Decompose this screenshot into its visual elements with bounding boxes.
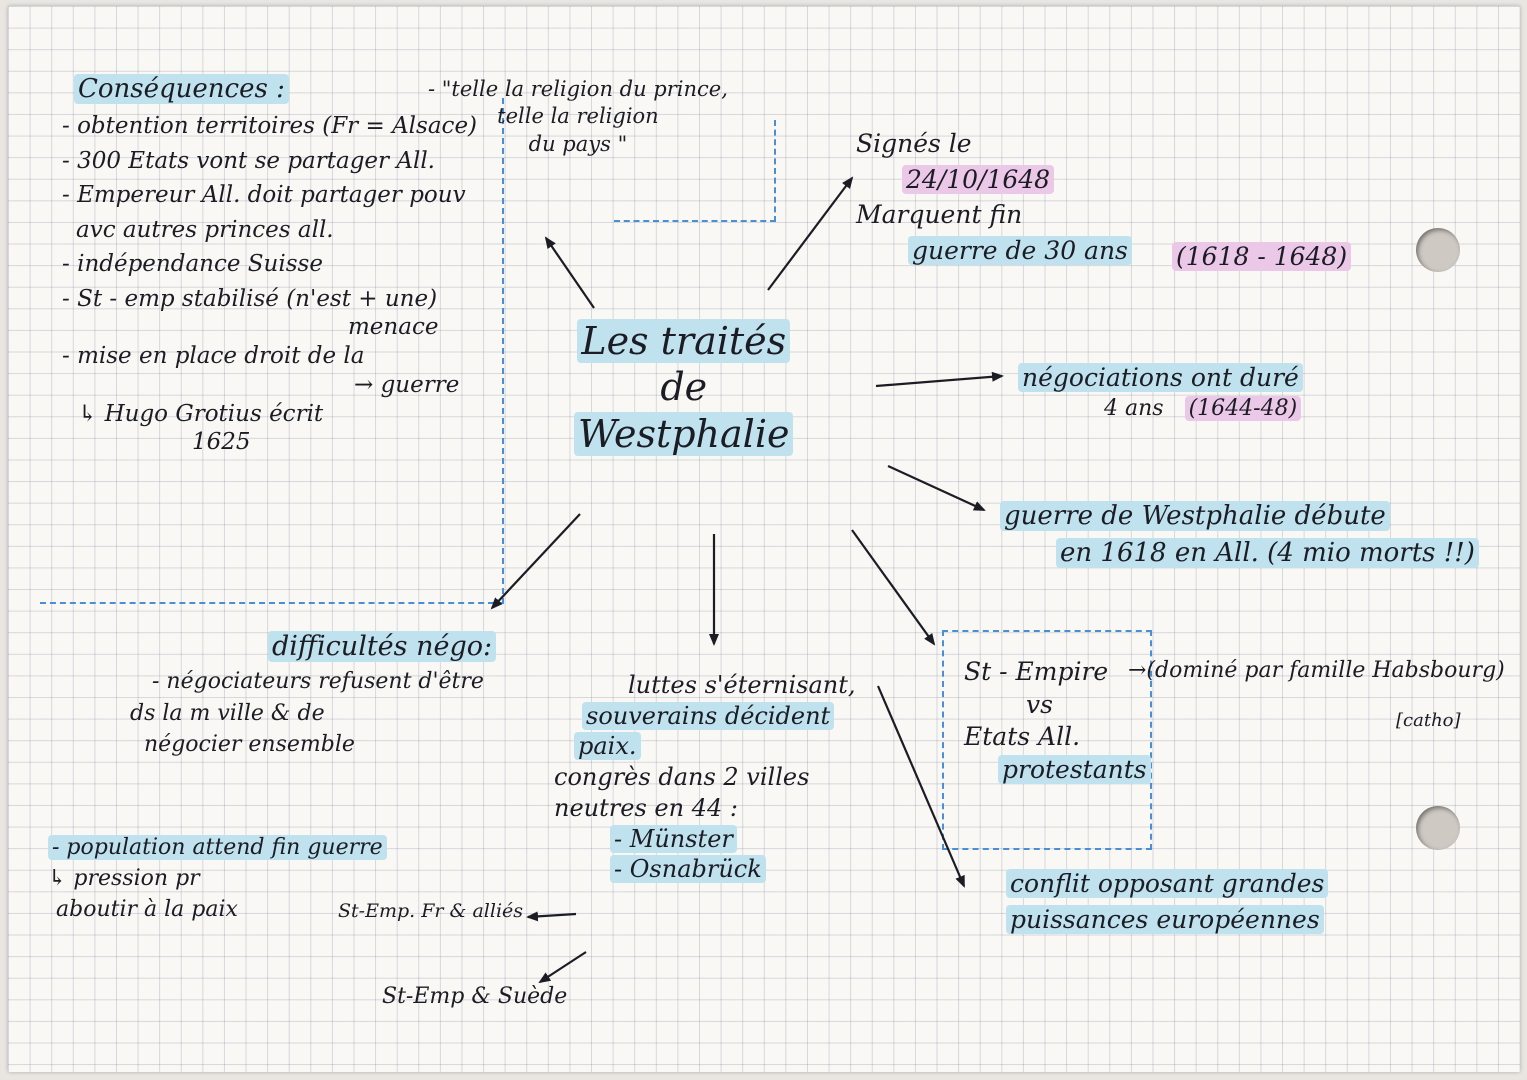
punch-hole <box>1416 228 1460 272</box>
sovereigns-line: congrès dans 2 villes <box>554 763 810 792</box>
war-line: guerre de Westphalie débute <box>1000 501 1390 531</box>
signed-date: 24/10/1648 <box>902 164 1055 194</box>
central-title-line: de <box>660 365 708 410</box>
conflict-section: conflit opposant grandes puissances euro… <box>1006 866 1329 937</box>
empire-line: St - Empire <box>964 657 1109 686</box>
difficulties-line: ds la m ville & de <box>130 700 325 726</box>
signed-line: Marquent fin <box>856 200 1023 229</box>
signed-line: guerre de 30 ans <box>908 235 1132 265</box>
quote-line: du pays " <box>528 131 628 156</box>
sovereigns-line: luttes s'éternisant, <box>628 671 856 699</box>
empire-line: protestants <box>998 754 1151 784</box>
sovereigns-section: luttes s'éternisant, souverains décident… <box>554 670 856 885</box>
consequence-item: - obtention territoires (Fr = Alsace) <box>62 113 478 139</box>
consequence-item: - 300 Etats vont se partager All. <box>62 147 435 174</box>
quote-line: telle la religion <box>497 104 659 129</box>
signed-period-text: (1618 - 1648) <box>1172 242 1352 271</box>
consequence-item: - indépendance Suisse <box>62 251 323 277</box>
allies-sweden: St-Emp & Suède <box>382 984 567 1010</box>
empire-religion-text: [catho] <box>1396 710 1461 731</box>
consequence-item: menace <box>348 314 439 340</box>
consequence-item: ↳ Hugo Grotius écrit <box>78 400 324 427</box>
consequences-section: Conséquences : - obtention territoires (… <box>62 70 477 454</box>
sovereigns-city: - Osnabrück <box>610 855 766 884</box>
consequence-item: - mise en place droit de la <box>62 343 365 369</box>
difficulties-line: négocier ensemble <box>144 731 355 757</box>
punch-hole <box>1416 806 1460 850</box>
signed-section: Signés le 24/10/1648 Marquent fin guerre… <box>856 126 1132 268</box>
consequences-box <box>40 98 504 604</box>
quote-line: - "telle la religion du prince, <box>428 77 728 101</box>
central-title: Les traités de Westphalie <box>574 318 794 457</box>
negotiations-period: (1644-48) <box>1184 395 1302 421</box>
sovereigns-city: - Münster <box>610 824 737 853</box>
consequence-item: - Empereur All. doit partager pouv <box>62 182 466 208</box>
war-line: en 1618 en All. (4 mio morts !!) <box>1056 537 1479 568</box>
sovereigns-line: paix. <box>574 732 641 761</box>
consequence-item: 1625 <box>192 429 251 455</box>
conflict-line: conflit opposant grandes <box>1006 869 1329 898</box>
consequence-item: - St - emp stabilisé (n'est + une) <box>62 285 438 312</box>
difficulties-heading: difficultés négo: <box>268 631 497 662</box>
quote-section: - "telle la religion du prince, telle la… <box>428 76 728 158</box>
empire-note-text: →(dominé par famille Habsbourg) <box>1128 658 1505 683</box>
consequence-item: avc autres princes all. <box>76 216 334 243</box>
central-title-line: Les traités <box>577 319 791 363</box>
signed-period: (1618 - 1648) <box>1172 242 1352 272</box>
allies-france: St-Emp. Fr & alliés <box>338 900 523 922</box>
consequences-heading: Conséquences : <box>74 74 289 104</box>
sovereigns-line: souverains décident <box>582 701 835 730</box>
empire-section: St - Empire vs Etats All. protestants <box>964 656 1151 786</box>
empire-line: Etats All. <box>964 722 1081 751</box>
difficulties-line: - négociateurs refusent d'être <box>152 669 484 695</box>
conflict-line: puissances européennes <box>1006 904 1324 934</box>
difficulties-section: difficultés négo: - négociateurs refusen… <box>130 628 497 760</box>
negotiations-section: négociations ont duré 4 ans (1644-48) <box>1018 362 1303 423</box>
allies-sweden-text: St-Emp & Suède <box>382 984 568 1009</box>
population-line: - population attend fin guerre <box>48 835 387 860</box>
population-line: ↳ pression pr <box>48 866 200 892</box>
quote-box <box>614 120 776 222</box>
sovereigns-line: neutres en 44 : <box>554 793 738 822</box>
war-section: guerre de Westphalie débute en 1618 en A… <box>1000 498 1479 572</box>
population-section: - population attend fin guerre ↳ pressio… <box>48 832 387 926</box>
signed-line: Signés le <box>856 129 972 158</box>
negotiations-line: négociations ont duré <box>1018 363 1303 392</box>
empire-religion: [catho] <box>1396 710 1461 731</box>
negotiations-duration: 4 ans <box>1104 395 1164 421</box>
empire-note: →(dominé par famille Habsbourg) <box>1128 658 1505 684</box>
empire-vs: vs <box>1026 689 1053 719</box>
central-title-line: Westphalie <box>574 411 794 456</box>
consequence-item: → guerre <box>354 371 460 398</box>
allies-france-text: St-Emp. Fr & alliés <box>338 900 524 922</box>
population-line: aboutir à la paix <box>56 897 238 923</box>
